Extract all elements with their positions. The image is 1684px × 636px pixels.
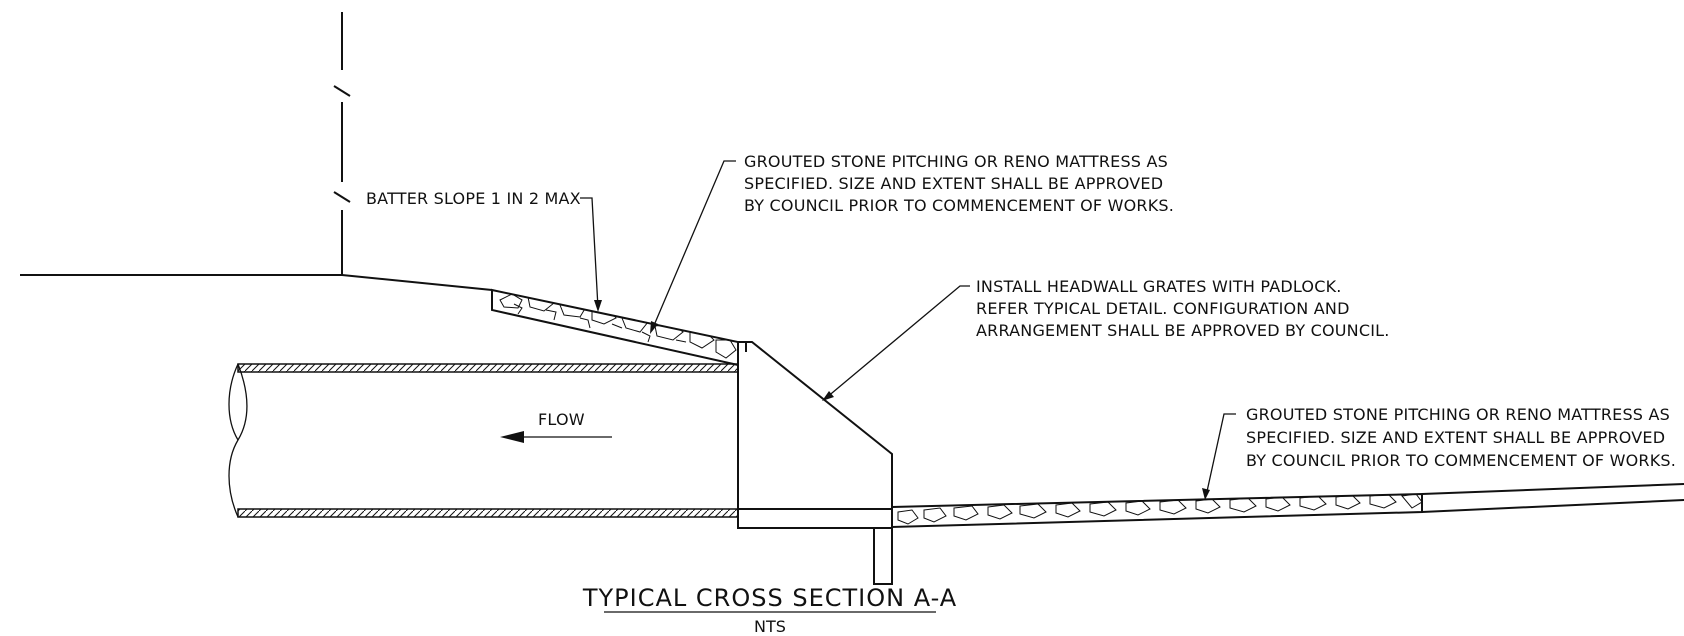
headwall-line-2: REFER TYPICAL DETAIL. CONFIGURATION AND — [976, 299, 1350, 318]
bottom-pitching-line-1: GROUTED STONE PITCHING OR RENO MATTRESS … — [1246, 405, 1670, 424]
bottom-stone-pitching — [891, 492, 1423, 529]
headwall — [737, 341, 893, 585]
flow-arrow — [500, 431, 612, 443]
batter-slope-label: BATTER SLOPE 1 IN 2 MAX — [366, 189, 581, 208]
top-stone-pitching — [491, 288, 739, 367]
top-pitching-line-3: BY COUNCIL PRIOR TO COMMENCEMENT OF WORK… — [744, 196, 1174, 215]
leader-lines — [580, 160, 1236, 500]
bottom-pitching-line-2: SPECIFIED. SIZE AND EXTENT SHALL BE APPR… — [1246, 428, 1665, 447]
headwall-note: INSTALL HEADWALL GRATES WITH PADLOCK. RE… — [976, 277, 1390, 340]
bottom-pitching-line-3: BY COUNCIL PRIOR TO COMMENCEMENT OF WORK… — [1246, 451, 1676, 470]
downstream-channel — [1421, 483, 1684, 513]
top-pitching-note: GROUTED STONE PITCHING OR RENO MATTRESS … — [744, 152, 1174, 215]
top-pitching-line-1: GROUTED STONE PITCHING OR RENO MATTRESS … — [744, 152, 1168, 171]
ground-surface — [20, 274, 493, 291]
bottom-pitching-note: GROUTED STONE PITCHING OR RENO MATTRESS … — [1246, 405, 1676, 470]
scale-label: NTS — [754, 617, 786, 636]
centre-line — [333, 12, 351, 275]
section-title: TYPICAL CROSS SECTION A-A — [582, 584, 957, 612]
flow-label: FLOW — [538, 410, 585, 429]
headwall-line-1: INSTALL HEADWALL GRATES WITH PADLOCK. — [976, 277, 1342, 296]
top-pitching-line-2: SPECIFIED. SIZE AND EXTENT SHALL BE APPR… — [744, 174, 1163, 193]
culvert-pipe — [228, 363, 739, 518]
headwall-line-3: ARRANGEMENT SHALL BE APPROVED BY COUNCIL… — [976, 321, 1390, 340]
